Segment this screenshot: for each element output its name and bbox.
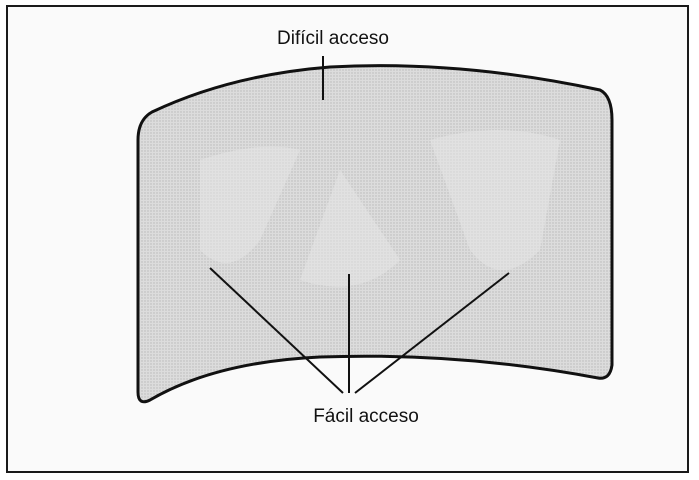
inner-cutout-center (300, 170, 400, 287)
leader-line-right (354, 272, 510, 394)
label-dificil-acceso: Difícil acceso (277, 28, 389, 49)
leader-line-left (209, 267, 344, 394)
label-facil-acceso: Fácil acceso (313, 406, 419, 427)
inner-cutout-right (430, 130, 560, 270)
inner-cutout-left (200, 146, 300, 263)
